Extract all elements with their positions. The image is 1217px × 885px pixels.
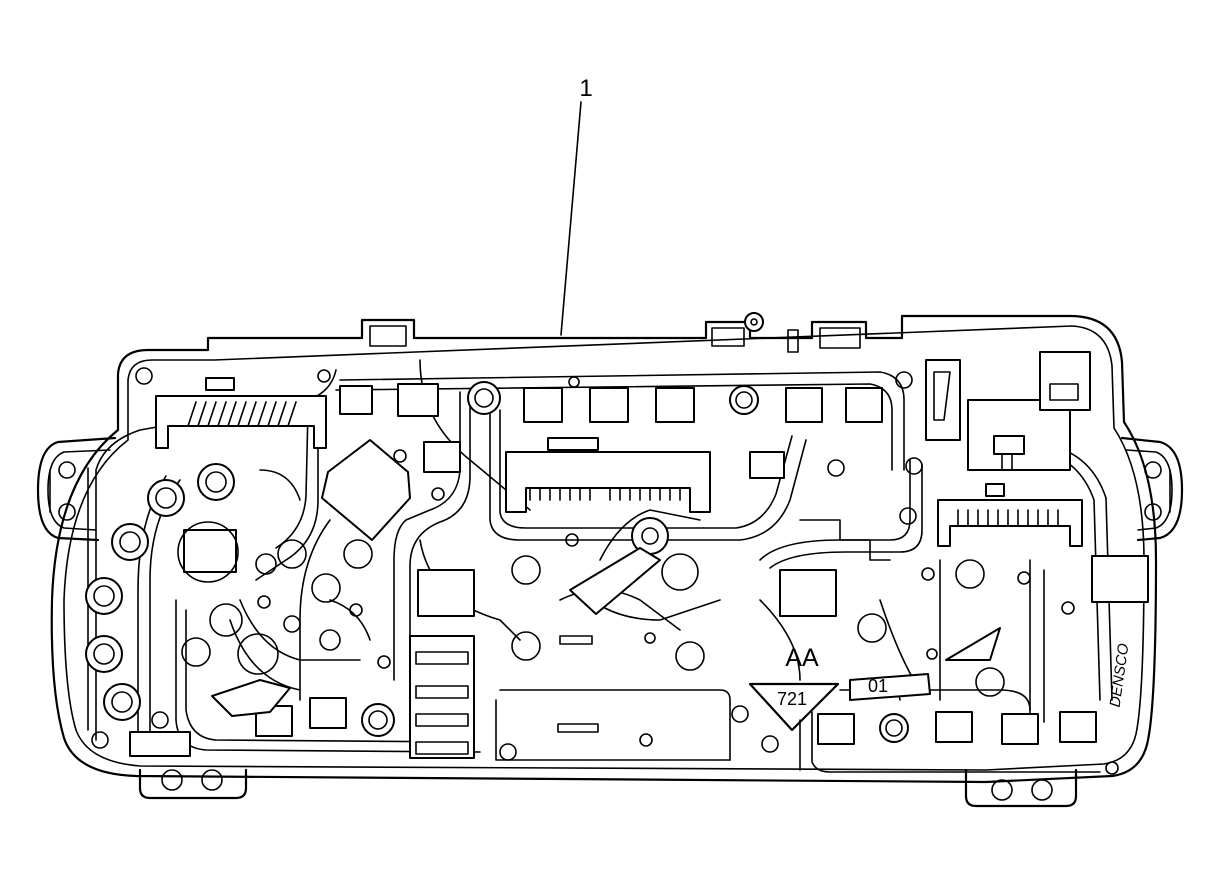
terminal-bosses <box>85 381 909 743</box>
diamond-cutout <box>321 439 411 541</box>
top-tabs <box>369 312 861 353</box>
center-connector <box>505 437 711 513</box>
large-pads <box>177 521 1005 697</box>
upper-right-bracket <box>925 351 1091 471</box>
left-connector <box>155 377 327 449</box>
code-721-label: 721 <box>777 689 807 709</box>
slot-plates <box>129 635 599 759</box>
callout-1-leader <box>560 101 582 336</box>
board-markings: AA 721 01 DENSCO <box>748 642 1132 732</box>
bulb-sockets <box>183 383 1149 745</box>
left-mounting-ear <box>36 436 117 542</box>
bottom-feet <box>138 768 1078 808</box>
code-aa-label: AA <box>785 644 819 672</box>
mounting-holes <box>91 367 1119 775</box>
right-connector <box>937 483 1083 547</box>
tag-01-plate <box>849 673 931 701</box>
callout-1-label: 1 <box>579 75 592 102</box>
tag-01-label: 01 <box>868 676 888 696</box>
callout-1: 1 <box>560 75 593 336</box>
pointer-cutouts <box>211 519 1001 717</box>
code-triangle <box>748 682 840 732</box>
right-mounting-ear <box>1120 436 1184 542</box>
